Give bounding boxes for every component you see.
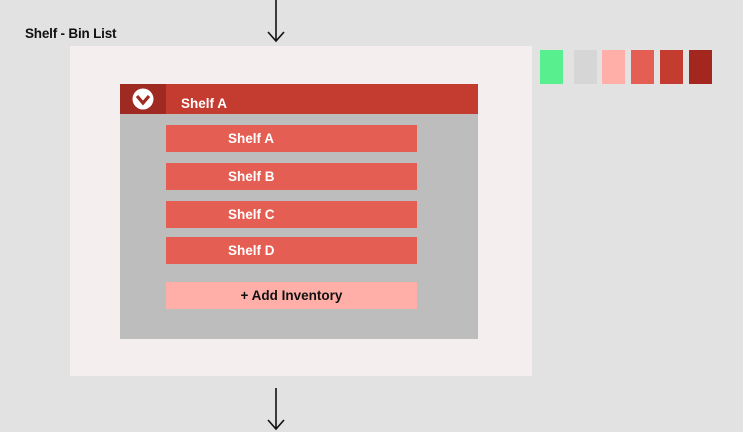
app-bar-title: Shelf A bbox=[181, 96, 228, 111]
color-swatch-dark-red bbox=[689, 50, 712, 84]
flow-arrow-down-icon bbox=[267, 0, 285, 43]
app-bar: Shelf A bbox=[120, 84, 478, 114]
shelf-a-button[interactable]: Shelf A bbox=[166, 125, 417, 152]
color-swatch-light-pink bbox=[602, 50, 625, 84]
shelf-b-button[interactable]: Shelf B bbox=[166, 163, 417, 190]
artboard: Shelf A Shelf A Shelf B Shelf C Shelf D … bbox=[70, 46, 532, 376]
color-swatch-red bbox=[660, 50, 683, 84]
shelf-d-button[interactable]: Shelf D bbox=[166, 237, 417, 264]
color-swatch-light-gray bbox=[574, 50, 597, 84]
color-swatch-green bbox=[540, 50, 563, 84]
shelf-c-button[interactable]: Shelf C bbox=[166, 201, 417, 228]
logo-button[interactable] bbox=[120, 84, 166, 114]
frame-title: Shelf - Bin List bbox=[25, 26, 117, 41]
add-inventory-button[interactable]: + Add Inventory bbox=[166, 282, 417, 309]
app-screen: Shelf A Shelf A Shelf B Shelf C Shelf D … bbox=[120, 84, 478, 339]
color-swatch-coral bbox=[631, 50, 654, 84]
flow-arrow-down-icon bbox=[267, 388, 285, 431]
chevron-down-logo-icon bbox=[132, 88, 154, 110]
